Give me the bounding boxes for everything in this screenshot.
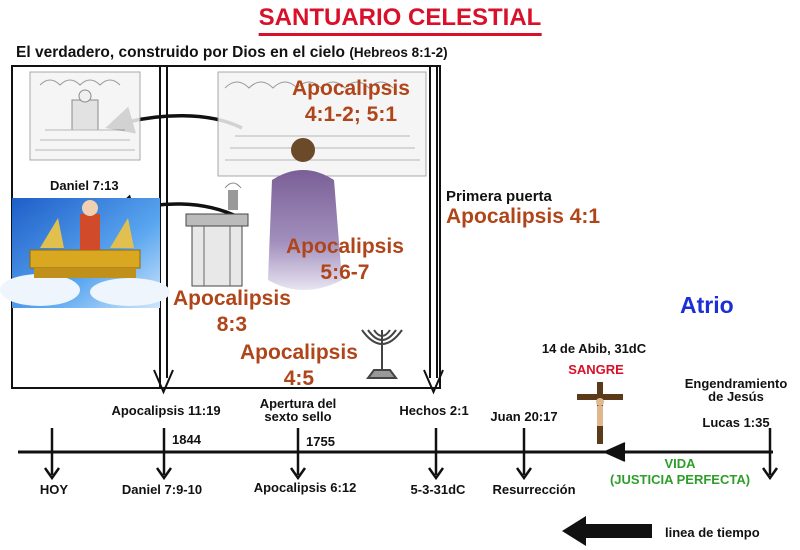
apertura-line: Apertura del bbox=[259, 396, 337, 411]
apocalipsis-5-6-7-label: Apocalipsis 5:6-7 bbox=[286, 234, 404, 286]
daniel-7-13-label: Daniel 7:13 bbox=[50, 178, 119, 193]
apocalipsis-11-19-label: Apocalipsis 11:19 bbox=[111, 403, 221, 418]
daniel-7-9-10-label: Daniel 7:9-10 bbox=[121, 482, 203, 497]
vida-arrow bbox=[602, 442, 626, 462]
door-arrow-right bbox=[423, 369, 444, 395]
crucifix-image bbox=[577, 382, 623, 444]
apocalipsis-4-5-label: Apocalipsis 4:5 bbox=[240, 340, 358, 392]
primera-puerta-label: Primera puerta bbox=[446, 188, 552, 205]
engendramiento-line: Engendramiento bbox=[684, 376, 788, 391]
apocalipsis-6-12-label: Apocalipsis 6:12 bbox=[253, 480, 357, 495]
year-1755-label: 1755 bbox=[306, 434, 335, 449]
hoy-label: HOY bbox=[39, 482, 69, 497]
sangre-label: SANGRE bbox=[568, 362, 624, 377]
incense-altar-drawing bbox=[185, 182, 249, 287]
apocalipsis-4-5-book: Apocalipsis bbox=[240, 341, 358, 364]
apocalipsis-4-5-verse: 4:5 bbox=[283, 367, 315, 390]
year-1844-label: 1844 bbox=[172, 432, 201, 447]
de-jesus-line: de Jesús bbox=[708, 389, 764, 404]
door-arrow-left bbox=[153, 369, 174, 395]
apocalipsis-5-6-7-verse: 5:6-7 bbox=[320, 261, 370, 284]
apocalipsis-8-3-book: Apocalipsis bbox=[173, 287, 291, 310]
apocalipsis-4-1-2-verse: 4:1-2; 5:1 bbox=[304, 103, 398, 126]
timeline-direction-arrow bbox=[562, 516, 652, 546]
subtitle-text: El verdadero, construido por Dios en el … bbox=[16, 44, 346, 61]
sexto-sello-line: sexto sello bbox=[264, 409, 332, 424]
vida-label: VIDA (JUSTICIA PERFECTA) bbox=[610, 456, 750, 488]
throne-sketch-right bbox=[217, 71, 427, 177]
apocalipsis-8-3-verse: 8:3 bbox=[216, 313, 248, 336]
throne-sketch-left bbox=[29, 71, 141, 161]
page-title: SANTUARIO CELESTIAL bbox=[258, 4, 542, 36]
daniel-scene-painting bbox=[0, 198, 170, 308]
hechos-2-1-label: Hechos 2:1 bbox=[399, 403, 469, 418]
apocalipsis-4-1-2-book: Apocalipsis bbox=[292, 77, 410, 100]
subtitle-reference: (Hebreos 8:1-2) bbox=[349, 45, 448, 60]
fecha-5-3-31dc-label: 5-3-31dC bbox=[410, 482, 466, 497]
atrio-label: Atrio bbox=[680, 292, 734, 318]
jesus-figure bbox=[268, 138, 342, 290]
vida-line: VIDA bbox=[664, 456, 696, 471]
menorah-drawing bbox=[361, 329, 403, 379]
apocalipsis-4-1-2-label: Apocalipsis 4:1-2; 5:1 bbox=[292, 76, 410, 128]
juan-20-17-label: Juan 20:17 bbox=[490, 409, 558, 424]
abib-date-label: 14 de Abib, 31dC bbox=[541, 341, 647, 356]
lucas-1-35-label: Lucas 1:35 bbox=[702, 415, 770, 430]
apocalipsis-8-3-label: Apocalipsis 8:3 bbox=[173, 286, 291, 338]
justicia-perfecta-line: (JUSTICIA PERFECTA) bbox=[609, 472, 751, 487]
apocalipsis-5-6-7-book: Apocalipsis bbox=[286, 235, 404, 258]
apertura-sexto-sello-label: Apertura del sexto sello bbox=[260, 397, 337, 423]
resurreccion-label: Resurrección bbox=[492, 482, 576, 497]
linea-de-tiempo-label: linea de tiempo bbox=[665, 525, 760, 540]
subtitle: El verdadero, construido por Dios en el … bbox=[16, 44, 448, 62]
engendramiento-label: Engendramiento de Jesús bbox=[685, 377, 788, 403]
apocalipsis-4-1-label: Apocalipsis 4:1 bbox=[446, 205, 601, 228]
